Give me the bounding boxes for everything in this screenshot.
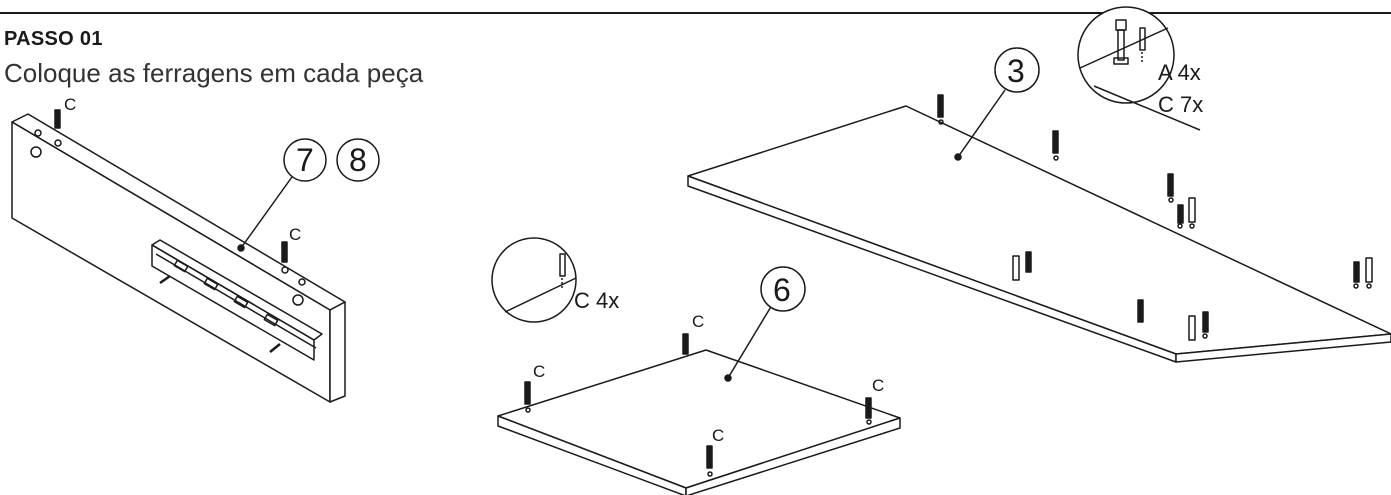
detail-a-c bbox=[1077, 6, 1201, 131]
dowel bbox=[54, 109, 61, 129]
panel-3 bbox=[687, 47, 1391, 363]
part-7-circle bbox=[283, 138, 327, 182]
hardware-c-label: C bbox=[872, 376, 884, 395]
part-8-label: 8 bbox=[349, 142, 367, 178]
step-description: Coloque as ferragens em cada peça bbox=[4, 58, 424, 88]
hardware-c-label: C bbox=[692, 312, 704, 331]
part-3-circle bbox=[994, 47, 1040, 93]
detail-c4-label: C 4x bbox=[574, 288, 619, 313]
hardware-c-label: C bbox=[712, 426, 724, 445]
part-6-circle bbox=[760, 266, 806, 312]
part-6-label: 6 bbox=[773, 272, 791, 308]
detail-c4 bbox=[491, 237, 577, 323]
drawer-slide bbox=[151, 239, 323, 361]
detail-a-label: A 4x bbox=[1158, 60, 1201, 85]
hardware-c-label: C bbox=[64, 95, 76, 114]
hardware-c-label: C bbox=[533, 362, 545, 381]
panel-7-8 bbox=[11, 109, 380, 403]
dowel bbox=[281, 241, 288, 263]
detail-c7-label: C 7x bbox=[1158, 92, 1203, 117]
hardware-c-label: C bbox=[289, 225, 301, 244]
part-8-circle bbox=[336, 138, 380, 182]
top-rule bbox=[0, 12, 1391, 14]
panel-6 bbox=[497, 266, 901, 495]
part-7-label: 7 bbox=[296, 142, 314, 178]
step-title: PASSO 01 bbox=[4, 28, 103, 50]
part-3-label: 3 bbox=[1007, 53, 1025, 89]
